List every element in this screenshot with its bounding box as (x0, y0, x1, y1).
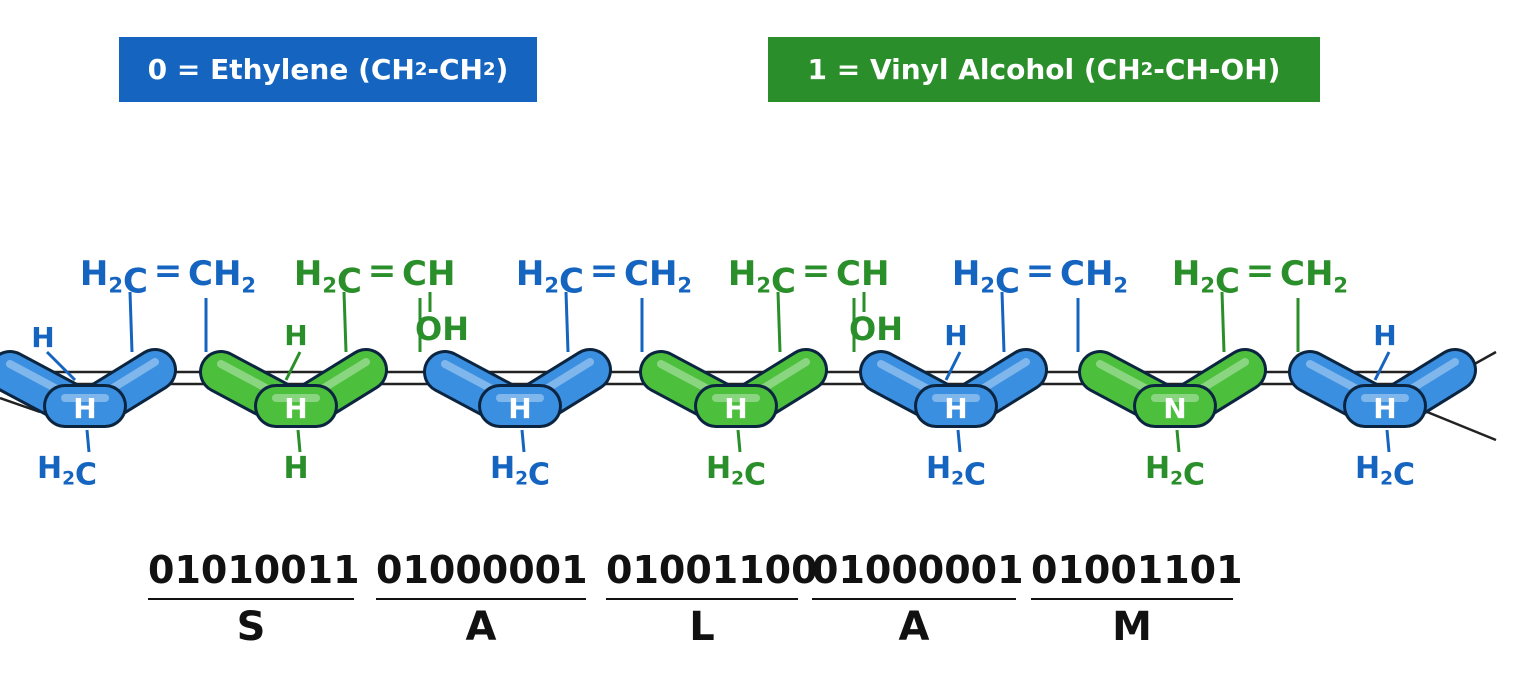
bond-bottom (956, 429, 962, 453)
atom-center-label: H (284, 392, 307, 425)
atom-top-label: H (284, 319, 307, 352)
bond-top (944, 351, 962, 381)
atom-bottom-label: H (283, 451, 308, 486)
bond-bottom (736, 429, 742, 453)
atom-top-label: H (31, 321, 54, 354)
atom-center-label: H (1373, 392, 1396, 425)
chain-start-bond-lower (0, 396, 41, 414)
byte-group: 01001101 M (1031, 548, 1243, 650)
double-bond-sign: = (154, 251, 183, 291)
byte-letter: L (689, 604, 715, 650)
atom-bottom-label: H2C (1145, 451, 1205, 493)
double-bond-sign: = (590, 251, 619, 291)
bond-bottom (1175, 429, 1181, 453)
double-bond-sign: = (1246, 251, 1275, 291)
top-group-left: H2C (80, 254, 148, 301)
top-group-left: H2C (516, 254, 584, 301)
atom-bottom-label: H2C (1355, 451, 1415, 493)
bond-top-left (342, 291, 348, 353)
top-group-right: CH2 (624, 254, 692, 297)
top-group-left: H2C (1172, 254, 1240, 301)
bond-top-left (128, 291, 134, 353)
legend-one-mid: -CH-OH) (1153, 53, 1281, 86)
atom-center-label: H (73, 392, 96, 425)
byte-letter: A (898, 604, 930, 650)
legend-one-prefix: 1 = Vinyl Alcohol (CH (807, 53, 1141, 86)
bond-bottom (296, 429, 302, 453)
byte-group: 01010011 S (148, 548, 360, 650)
bond-top-left (776, 291, 782, 353)
legend-zero-mid: -CH (427, 53, 483, 86)
top-group-left: H2C (952, 254, 1020, 301)
byte-group: 01000001 A (376, 548, 588, 650)
atom-bottom-label: H2C (706, 451, 766, 493)
byte-code: 01000001 (376, 548, 588, 600)
double-bond-sign: = (1026, 251, 1055, 291)
top-group-left: H2C (728, 254, 796, 301)
bond-top (1373, 351, 1391, 381)
atom-center-label: H (944, 392, 967, 425)
double-bond-sign: = (368, 251, 397, 291)
atom-center-label: H (508, 392, 531, 425)
byte-code: 01000001 (812, 548, 1024, 600)
bond-bottom (85, 429, 91, 453)
top-group-left: H2C (294, 254, 362, 301)
bond-top (45, 350, 77, 382)
atom-center-label: N (1163, 392, 1186, 425)
byte-code: 01001101 (1031, 548, 1243, 600)
bond-bottom (520, 429, 526, 453)
atom-bottom-label: H2C (926, 451, 986, 493)
atom-bottom-label: H2C (490, 451, 550, 493)
byte-code: 01001100 (606, 548, 818, 600)
legend-zero-close: ) (495, 53, 509, 86)
double-bond-sign: = (802, 251, 831, 291)
atom-top-label: H (1373, 319, 1396, 352)
atom-center-label: H (724, 392, 747, 425)
atom-bottom-label: H2C (37, 451, 97, 493)
top-group-right: CH (836, 254, 889, 294)
bond-top-left (1220, 291, 1226, 353)
byte-letter: M (1112, 604, 1152, 650)
legend-zero-prefix: 0 = Ethylene (CH (147, 53, 415, 86)
top-group-right: CH (402, 254, 455, 294)
byte-group: 01000001 A (812, 548, 1024, 650)
top-group-right: CH2 (188, 254, 256, 297)
atom-top-label: H (944, 319, 967, 352)
bond-top-left (1000, 291, 1006, 353)
top-group-right: CH2 (1280, 254, 1348, 297)
bond-top (284, 351, 302, 381)
byte-letter: S (236, 604, 266, 650)
bond-bottom (1385, 429, 1391, 453)
byte-group: 01001100 L (606, 548, 818, 650)
top-group-right: CH2 (1060, 254, 1128, 297)
byte-letter: A (465, 604, 497, 650)
hydroxyl-label: OH (415, 310, 469, 348)
byte-code: 01010011 (148, 548, 360, 600)
hydroxyl-label: OH (849, 310, 903, 348)
bond-top-left (564, 291, 570, 353)
